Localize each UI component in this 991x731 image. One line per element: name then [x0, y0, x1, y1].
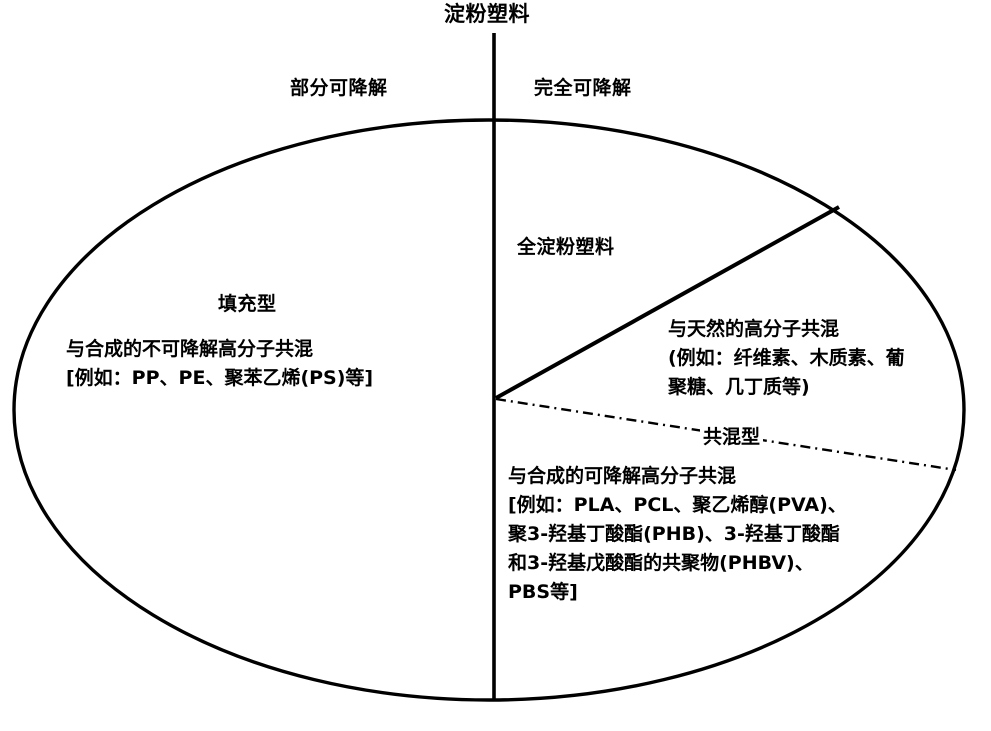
label-partially-degradable: 部分可降解 [290, 77, 388, 99]
region-synthetic-blend-line-1: 与合成的可降解高分子共混 [508, 465, 737, 487]
page-title: 淀粉塑料 [444, 2, 530, 26]
region-synthetic-blend-line-5: PBS等] [508, 581, 578, 603]
region-synthetic-blend-line-3: 聚3-羟基丁酸酯(PHB)、3-羟基丁酸酯 [508, 523, 840, 545]
diagonal-divider-line [495, 205, 840, 400]
region-synthetic-blend-line-4: 和3-羟基戊酸酯的共聚物(PHBV)、 [508, 552, 814, 574]
region-filled-line-1: 与合成的不可降解高分子共混 [66, 338, 314, 360]
region-natural-blend-line-1: 与天然的高分子共混 [668, 318, 840, 340]
region-filled-line-2: [例如：PP、PE、聚苯乙烯(PS)等] [66, 367, 374, 389]
region-all-starch-heading: 全淀粉塑料 [517, 236, 615, 258]
label-blend-type: 共混型 [700, 428, 764, 447]
region-synthetic-blend-body: 与合成的可降解高分子共混 [例如：PLA、PCL、聚乙烯醇(PVA)、 聚3-羟… [508, 467, 847, 612]
region-natural-blend-line-3: 聚糖、几丁质等) [668, 376, 810, 398]
label-fully-degradable: 完全可降解 [534, 77, 632, 99]
outer-ellipse [12, 118, 966, 702]
region-natural-blend-body: 与天然的高分子共混 (例如：纤维素、木质素、葡 聚糖、几丁质等) [668, 320, 905, 407]
region-filled-heading: 填充型 [218, 293, 277, 315]
region-synthetic-blend-line-2: [例如：PLA、PCL、聚乙烯醇(PVA)、 [508, 494, 847, 516]
region-filled-body: 与合成的不可降解高分子共混 [例如：PP、PE、聚苯乙烯(PS)等] [66, 340, 373, 398]
region-natural-blend-line-2: (例如：纤维素、木质素、葡 [668, 347, 905, 369]
